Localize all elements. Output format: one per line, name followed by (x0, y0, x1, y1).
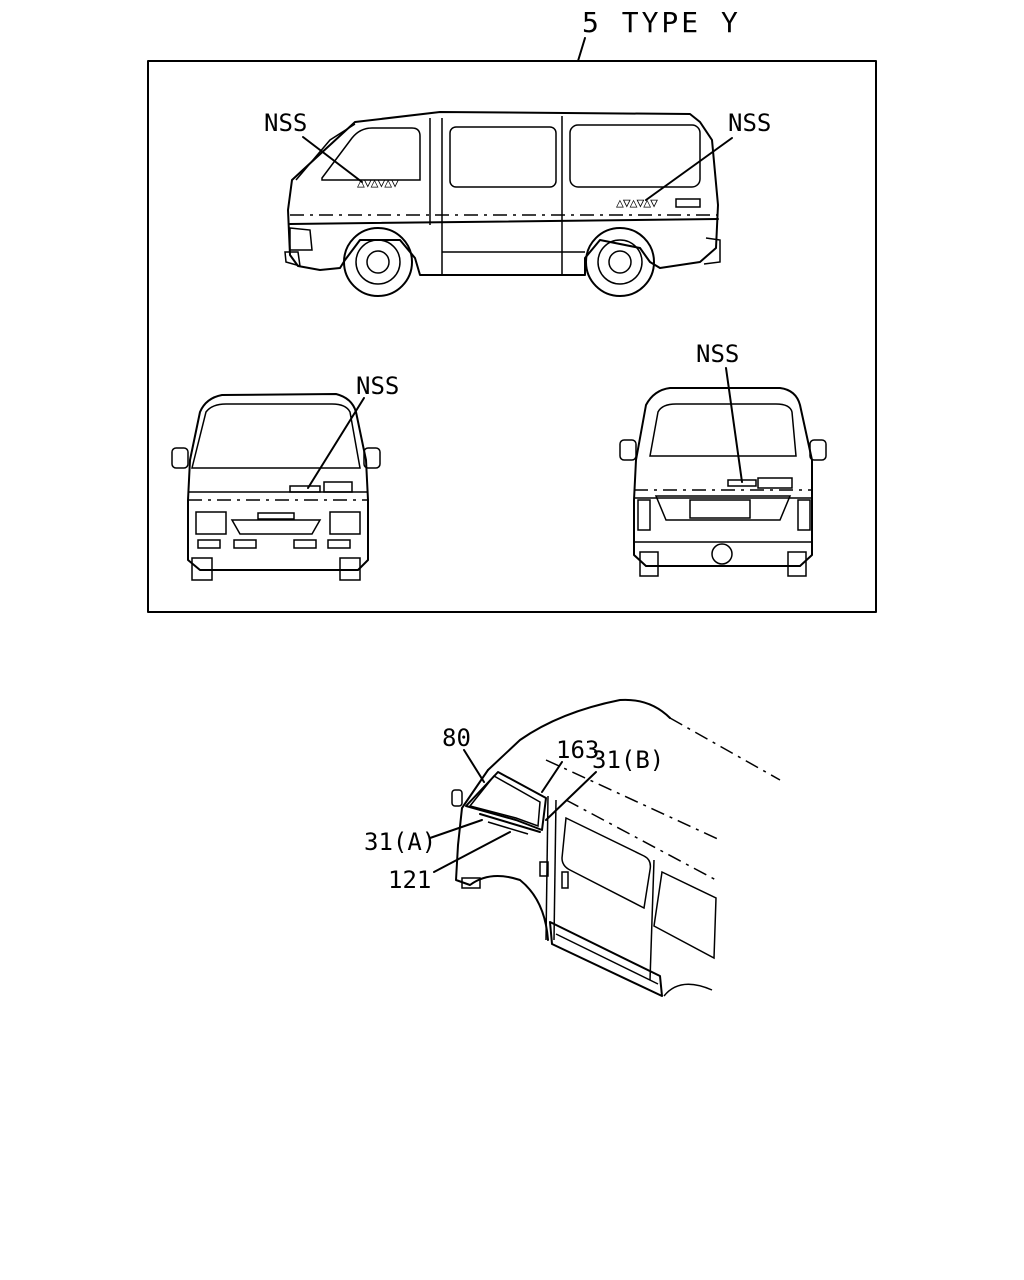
front-decal-marks: △▽△▽△▽ (357, 176, 399, 191)
nss-label-rear-view: NSS (696, 340, 739, 368)
leader-nss-side-front (302, 136, 363, 183)
van-rear-view (619, 387, 827, 577)
nss-label-front-view: NSS (356, 372, 399, 400)
leader-121 (433, 831, 511, 873)
leader-163 (541, 761, 563, 793)
leader-80 (463, 749, 485, 783)
part-label-31b: 31(B) (592, 746, 664, 774)
leader-31b (545, 771, 597, 821)
title-leader (577, 37, 586, 62)
leader-nss-rear-view (725, 367, 743, 483)
leader-nss-side-rear (645, 137, 733, 201)
van-side-view: △▽△▽△▽ △▽△▽△▽ (284, 111, 721, 297)
diagram-title: 5 TYPE Y (582, 6, 741, 39)
nss-label-side-rear: NSS (728, 109, 771, 137)
part-label-80: 80 (442, 724, 471, 752)
van-front-view (171, 393, 381, 581)
rear-decal-marks: △▽△▽△▽ (616, 196, 658, 211)
nss-label-side-front: NSS (264, 109, 307, 137)
leader-31a (429, 819, 483, 839)
van-isometric-view (451, 698, 781, 997)
part-label-163: 163 (556, 736, 599, 764)
part-label-121: 121 (388, 866, 431, 894)
type-frame (147, 60, 877, 613)
part-label-31a: 31(A) (364, 828, 436, 856)
leader-nss-front-view (307, 397, 365, 489)
